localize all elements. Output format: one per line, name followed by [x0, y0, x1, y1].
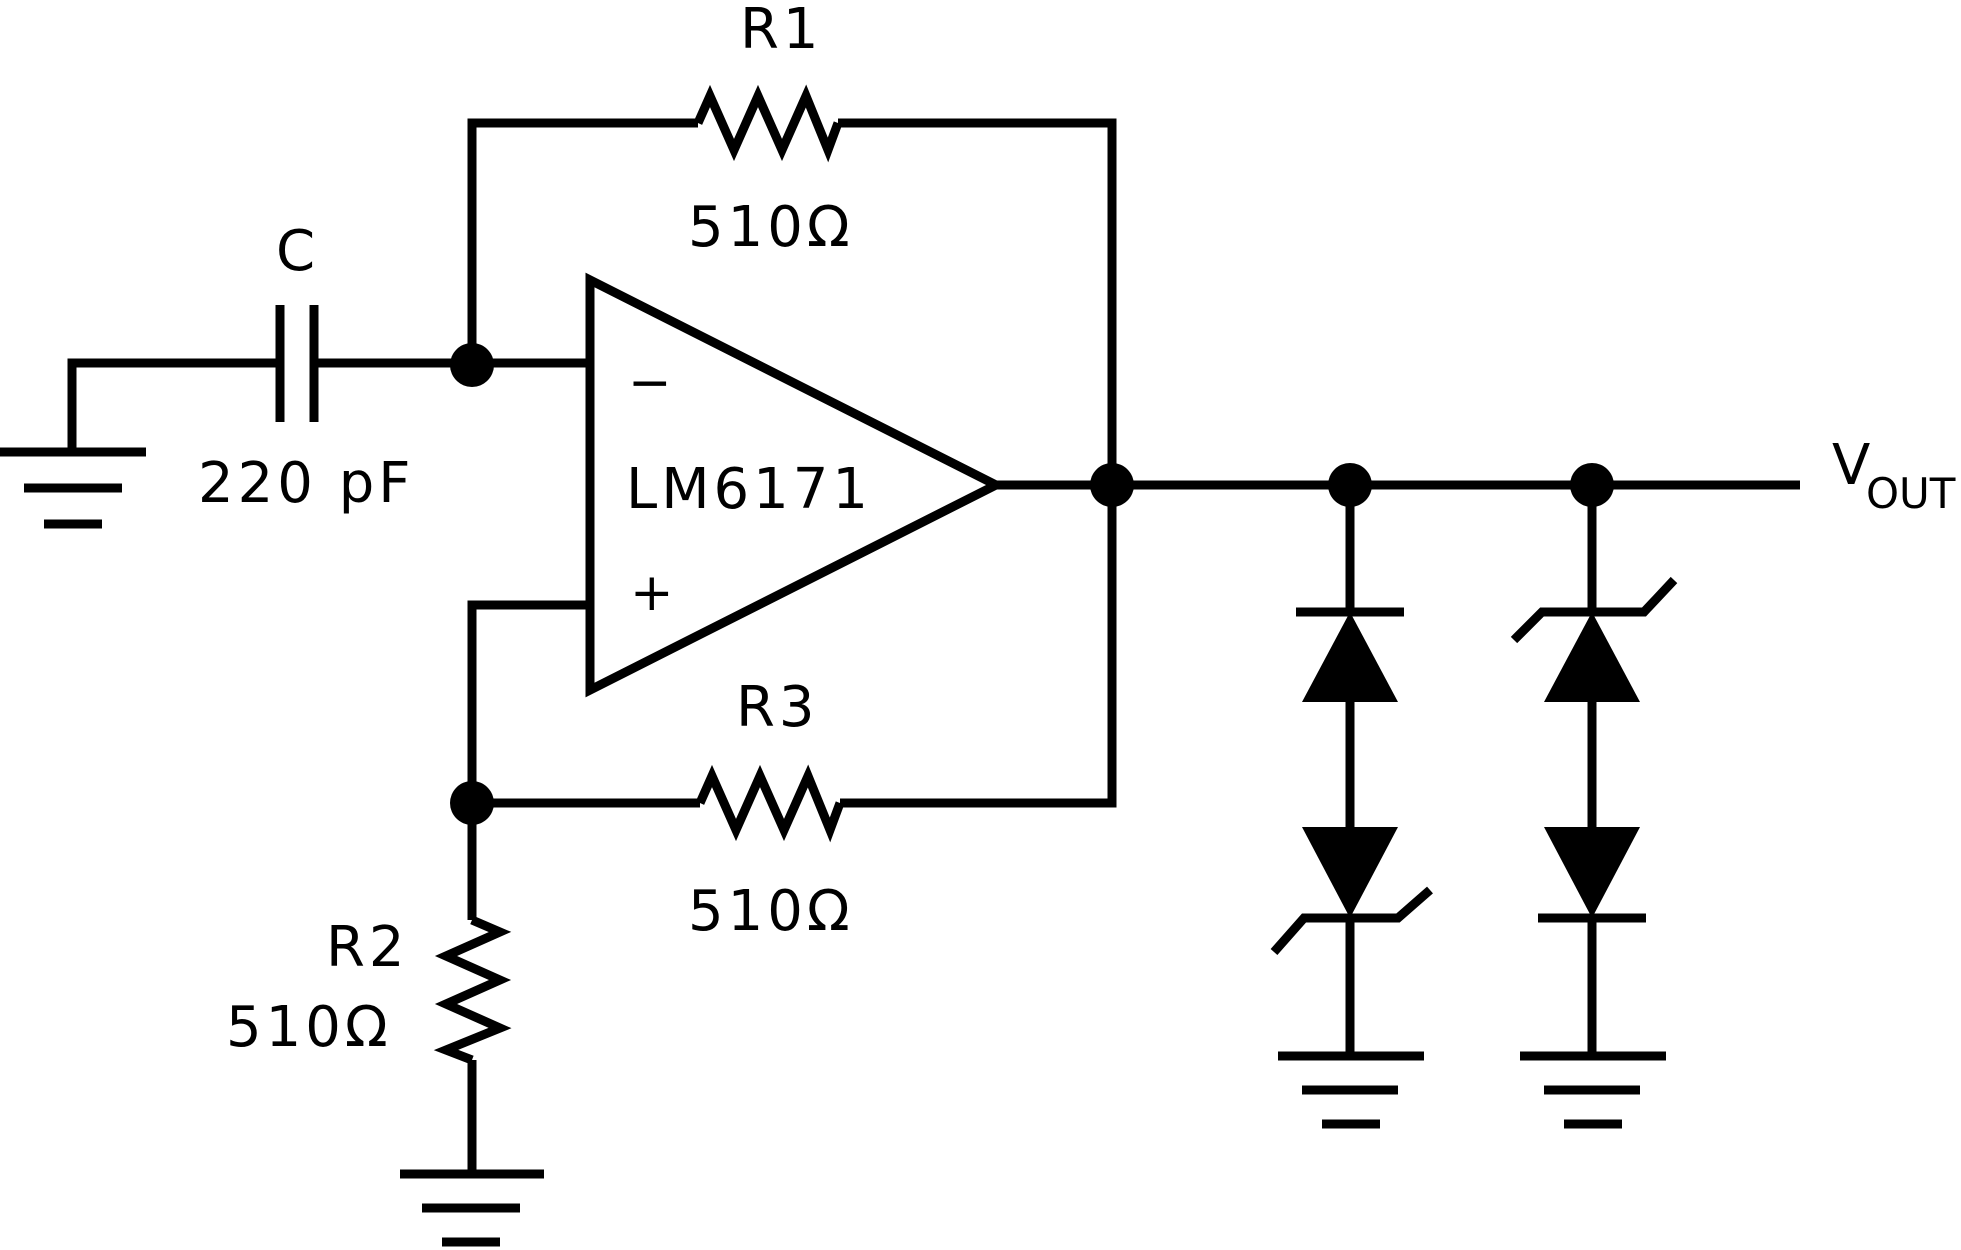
junction-branch2 — [1570, 463, 1614, 507]
wire-r1-right — [838, 118, 1117, 808]
diode-1a-triangle — [1302, 612, 1398, 702]
zener-1b-bar — [1270, 886, 1433, 955]
opamp-inverting-sign: − — [628, 353, 672, 413]
zener-2a-bar — [1510, 576, 1678, 644]
vout-subscript: OUT — [1866, 469, 1956, 518]
wire-noninv-input — [467, 600, 700, 808]
capacitor-name-label: C — [276, 219, 319, 284]
junction-branch1 — [1328, 463, 1372, 507]
r1-name-label: R1 — [740, 0, 823, 62]
capacitor-c — [275, 305, 319, 422]
diode-pair-2 — [1510, 576, 1678, 923]
ground-symbol-branch1 — [1278, 1051, 1424, 1129]
vout-label: V OUT — [1832, 433, 1956, 518]
resistor-r2 — [433, 915, 512, 1065]
zener-1b-triangle — [1302, 827, 1398, 918]
zener-2a-triangle — [1544, 612, 1640, 702]
r2-name-label: R2 — [326, 915, 409, 980]
resistor-r1 — [693, 84, 843, 163]
resistor-r3 — [695, 764, 845, 843]
r2-value-label: 510Ω — [226, 995, 392, 1060]
opamp-triangle — [585, 272, 1006, 698]
opamp-part-label: LM6171 — [626, 457, 872, 522]
junction-inverting — [450, 343, 494, 387]
ground-symbol-branch2 — [1520, 1051, 1666, 1129]
opamp-noninverting-sign: + — [630, 563, 674, 623]
ground-symbol-r2 — [400, 1169, 544, 1247]
junction-r3-r2 — [450, 781, 494, 825]
ground-symbol-left — [0, 447, 146, 529]
wire-gnd-to-capacitor — [67, 358, 276, 450]
capacitor-value-label: 220 pF — [198, 451, 414, 516]
wire-r1-left — [467, 118, 698, 363]
vout-base: V — [1832, 433, 1874, 498]
junctions — [450, 343, 1614, 825]
diode-pair-1 — [1270, 607, 1433, 955]
diode-2b-triangle — [1544, 827, 1640, 918]
r3-name-label: R3 — [736, 675, 819, 740]
r1-value-label: 510Ω — [688, 195, 854, 260]
r3-value-label: 510Ω — [688, 879, 854, 944]
junction-output — [1090, 463, 1134, 507]
